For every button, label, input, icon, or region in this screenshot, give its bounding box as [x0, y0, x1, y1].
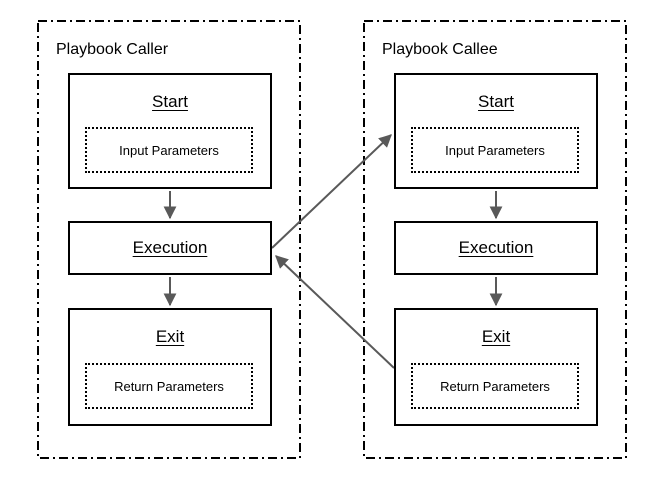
caller-execution-node: Execution — [68, 221, 272, 275]
callee-dashed-boundary — [363, 20, 627, 459]
callee-exit-label: Exit — [481, 327, 511, 346]
callee-execution-label: Execution — [458, 238, 534, 257]
callee-input-parameters-box: Input Parameters — [411, 127, 579, 173]
callee-return-parameters-box: Return Parameters — [411, 363, 579, 409]
callee-group-title: Playbook Callee — [382, 41, 498, 58]
caller-return-parameters-box: Return Parameters — [85, 363, 253, 409]
callee-start-label: Start — [478, 92, 514, 111]
caller-input-parameters-box: Input Parameters — [85, 127, 253, 173]
caller-dashed-boundary — [37, 20, 301, 459]
caller-group-title: Playbook Caller — [56, 41, 169, 58]
callee-execution-node: Execution — [394, 221, 598, 275]
arrow-return-callee-exit-to-caller-execution — [275, 255, 395, 369]
caller-exit-label: Exit — [155, 327, 185, 346]
caller-execution-label: Execution — [132, 238, 208, 257]
caller-start-label: Start — [152, 92, 188, 111]
arrow-call-caller-execution-to-callee-start — [271, 134, 392, 249]
